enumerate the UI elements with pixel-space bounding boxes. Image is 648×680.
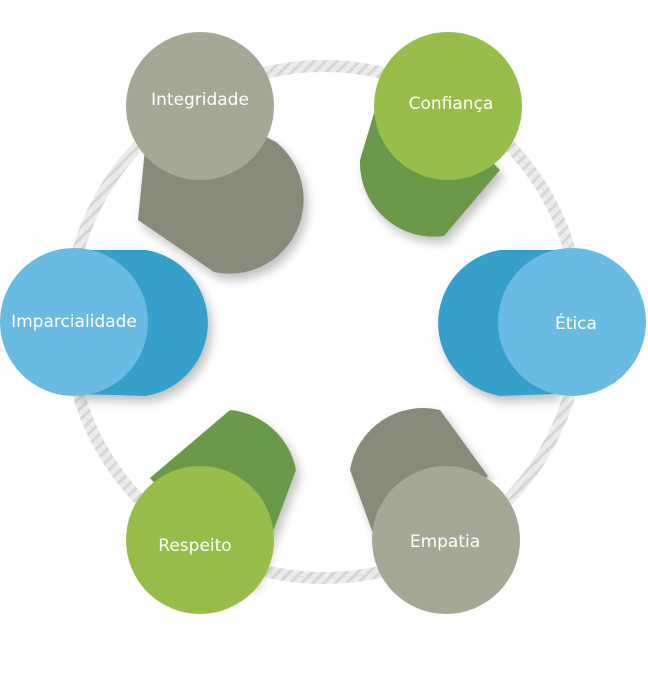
node-imparcialidade: Imparcialidade	[0, 248, 208, 396]
node-empatia-circle	[372, 466, 520, 614]
node-integridade: Integridade	[126, 32, 304, 274]
node-etica-circle	[498, 248, 646, 396]
node-confianca-label: Confiança	[409, 94, 494, 114]
node-respeito-circle	[126, 466, 274, 614]
node-imparcialidade-circle	[0, 248, 148, 396]
node-integridade-circle	[126, 32, 274, 180]
node-imparcialidade-label: Imparcialidade	[11, 312, 137, 332]
node-respeito: Respeito	[126, 410, 296, 614]
node-etica-label: Ética	[555, 312, 597, 334]
node-etica: Ética	[438, 248, 646, 396]
node-empatia: Empatia	[350, 408, 520, 614]
node-confianca: Confiança	[359, 32, 522, 237]
node-confianca-circle	[374, 32, 522, 180]
node-empatia-label: Empatia	[410, 532, 480, 552]
node-integridade-label: Integridade	[151, 90, 249, 110]
node-respeito-label: Respeito	[158, 536, 231, 556]
